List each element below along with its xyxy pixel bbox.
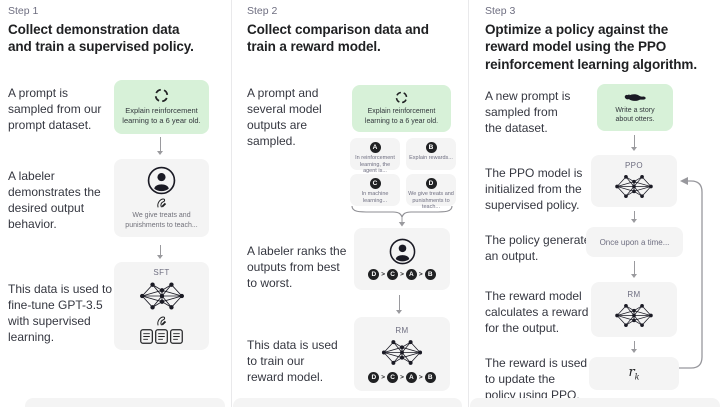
step3-prompt-text: Write a story about otters. <box>615 106 655 123</box>
step3-text-output: The policy generates an output. <box>485 233 597 264</box>
step2-labeler-box: D>C>A>B <box>354 228 450 290</box>
rank-chip: C <box>387 269 399 280</box>
step2-prompt-text: Explain reinforcement learning to a 6 ye… <box>364 108 439 125</box>
neural-network-icon <box>139 282 184 310</box>
arrow-down-icon <box>630 341 639 353</box>
arrow-down-icon <box>630 211 639 223</box>
reward-value: rk <box>628 365 640 382</box>
step2-text-prompt: A prompt and several model outputs are s… <box>247 86 322 149</box>
refresh-icon <box>154 88 169 104</box>
column-divider <box>231 0 232 407</box>
pen-icon <box>156 198 167 209</box>
cropped-section-strip <box>470 398 720 407</box>
step3-text-ppo: The PPO model is initialized from the su… <box>485 166 583 213</box>
rank-chip: C <box>387 371 399 383</box>
step1-title: Collect demonstration data and train a s… <box>8 22 194 55</box>
feedback-loop-arrow <box>679 177 703 369</box>
step1-sft-box: SFT <box>114 262 209 350</box>
pen-icon <box>156 316 167 326</box>
step1-text-finetune: This data is used to fine-tune GPT-3.5 w… <box>8 282 113 345</box>
step3-ppo-box: PPO <box>591 155 677 207</box>
arrow-down-icon <box>630 261 639 278</box>
rm-model-label: RM <box>627 289 641 299</box>
step3-reward-box: rk <box>589 357 679 390</box>
neural-network-icon <box>381 339 423 365</box>
arrow-down-icon <box>630 135 639 151</box>
step3-label: Step 3 <box>485 5 516 17</box>
ppo-model-label: PPO <box>624 161 644 170</box>
step3-title: Optimize a policy against the reward mod… <box>485 22 697 72</box>
step2-text-rank: A labeler ranks the outputs from best to… <box>247 244 347 291</box>
step1-prompt-text: Explain reinforcement learning to a 6 ye… <box>122 106 201 125</box>
step2-label: Step 2 <box>247 5 278 17</box>
output-letter-badge: D <box>425 178 437 189</box>
output-text: In reinforcement learning, the agent is.… <box>355 155 395 175</box>
model-output-c: C In machine learning... <box>350 174 400 206</box>
output-letter-badge: C <box>369 178 381 189</box>
sft-model-label: SFT <box>153 268 170 277</box>
rank-chip: D <box>368 371 380 383</box>
step3-prompt-box: Write a story about otters. <box>597 84 673 131</box>
step2-panel: Step 2 Collect comparison data and train… <box>232 0 468 407</box>
rank-chip: A <box>405 269 417 280</box>
cropped-section-strip <box>233 398 462 407</box>
cropped-section-strip <box>25 398 225 407</box>
rank-chip: B <box>424 371 436 383</box>
output-text: In machine learning... <box>361 191 389 204</box>
labeler-person-icon <box>389 238 415 265</box>
column-divider <box>468 0 469 407</box>
rank-chip: A <box>405 371 417 383</box>
refresh-icon <box>395 91 408 105</box>
step3-text-reward: The reward model calculates a reward for… <box>485 289 589 336</box>
brace-arrow-icon <box>351 205 453 227</box>
step1-demo-caption: We give treats and punishments to teach.… <box>125 212 198 229</box>
step3-rm-box: RM <box>591 282 677 337</box>
step1-prompt-box: Explain reinforcement learning to a 6 ye… <box>114 80 209 134</box>
step2-text-train: This data is used to train our reward mo… <box>247 338 338 385</box>
ranking-row: D>C>A>B <box>368 269 436 280</box>
ranking-row: D>C>A>B <box>368 371 436 383</box>
step2-rm-box: RM D>C>A>B <box>354 317 450 391</box>
step1-text-prompt: A prompt is sampled from our prompt data… <box>8 86 102 133</box>
rank-chip: B <box>424 269 436 280</box>
labeler-person-icon <box>147 167 176 195</box>
model-output-a: A In reinforcement learning, the agent i… <box>350 138 400 174</box>
step1-label: Step 1 <box>8 5 39 17</box>
model-output-d: D We give treats and punishments to teac… <box>406 174 456 210</box>
rank-chip: D <box>368 269 380 280</box>
model-output-b: B Explain rewards... <box>406 138 456 170</box>
step3-output-box: Once upon a time... <box>586 227 683 257</box>
output-letter-badge: B <box>425 142 437 153</box>
step2-title: Collect comparison data and train a rewa… <box>247 22 429 55</box>
arrow-down-icon <box>395 295 404 314</box>
generated-output-text: Once upon a time... <box>599 237 670 247</box>
output-letter-badge: A <box>369 142 381 153</box>
step3-text-prompt: A new prompt is sampled from the dataset… <box>485 89 571 136</box>
output-text: We give treats and punishments to teach.… <box>408 191 454 211</box>
arrow-down-icon <box>156 245 165 259</box>
arrow-down-icon <box>156 137 165 155</box>
step1-text-labeler: A labeler demonstrates the desired outpu… <box>8 169 101 232</box>
step3-panel: Step 3 Optimize a policy against the rew… <box>469 0 720 407</box>
step1-panel: Step 1 Collect demonstration data and tr… <box>0 0 231 407</box>
step2-prompt-box: Explain reinforcement learning to a 6 ye… <box>352 85 451 132</box>
rm-model-label: RM <box>395 325 409 335</box>
output-text: Explain rewards... <box>409 155 453 161</box>
documents-icon <box>140 329 183 344</box>
step1-labeler-box: We give treats and punishments to teach.… <box>114 159 209 237</box>
